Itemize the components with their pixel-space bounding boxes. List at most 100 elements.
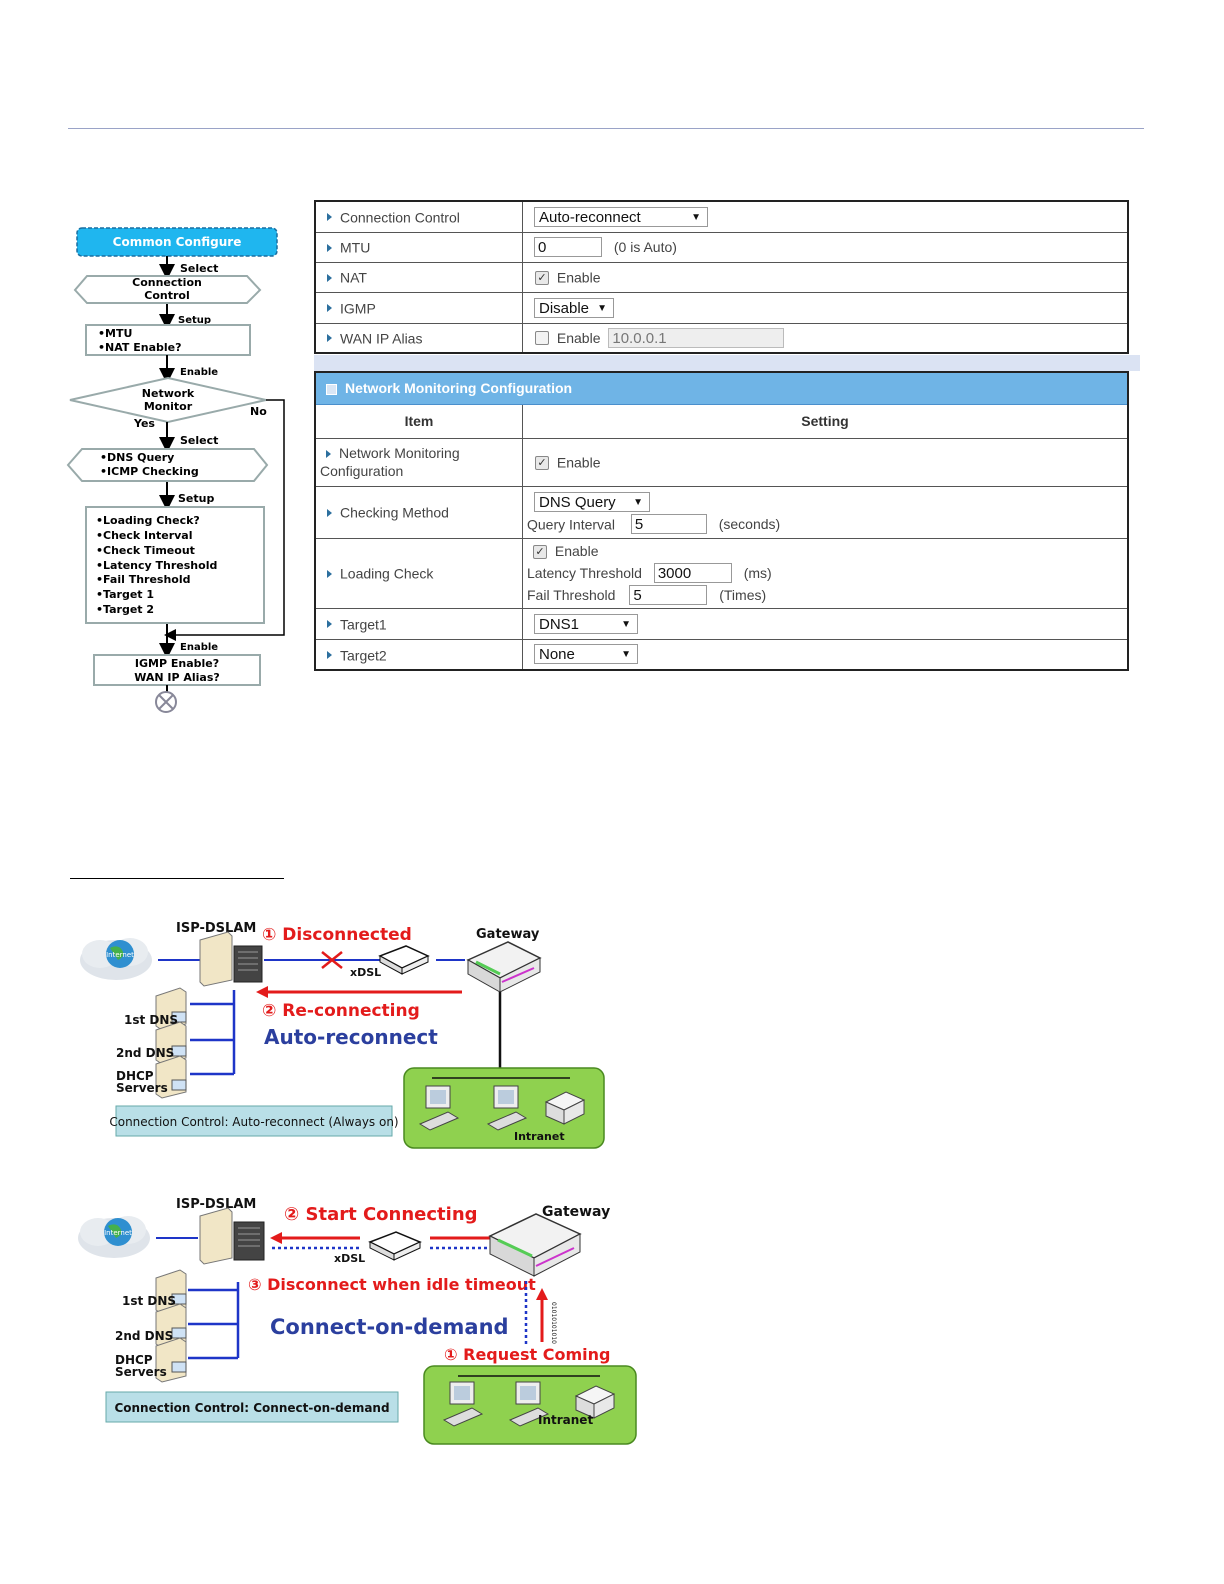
row-marker-icon <box>327 650 332 659</box>
intranet-zone <box>423 1365 637 1445</box>
internet-cloud-icon: Internet <box>80 938 152 980</box>
fail-threshold-label: Fail Threshold <box>527 586 616 603</box>
flow-step5-line5: •Fail Threshold <box>96 573 191 586</box>
isp-server-icon <box>199 931 263 987</box>
flow-decision-no: No <box>250 405 267 418</box>
pc-icon <box>418 1085 460 1131</box>
nat-checkbox[interactable]: ✓ <box>535 270 549 285</box>
row-marker-icon <box>327 508 332 517</box>
isp-dslam-label: ISP-DSLAM <box>176 1197 256 1212</box>
column-setting: Setting <box>522 403 1129 439</box>
event-request-coming: ① Request Coming <box>444 1345 610 1364</box>
event-disconnected: ① Disconnected <box>262 925 412 945</box>
igmp-label: IGMP <box>340 300 376 317</box>
caption-text: Connection Control: Auto-reconnect (Alwa… <box>109 1115 398 1129</box>
flow-end-icon <box>155 691 177 713</box>
checking-method-select[interactable]: DNS Query ▼ <box>534 491 650 512</box>
latency-threshold-input[interactable]: 3000 <box>653 563 732 584</box>
pc-icon <box>442 1381 484 1427</box>
caption-box <box>105 1391 399 1423</box>
row-marker-icon <box>327 213 332 222</box>
mtu-hint: (0 is Auto) <box>613 239 677 255</box>
igmp-select[interactable]: Disable▼ <box>534 297 614 318</box>
row-marker-icon <box>327 334 332 343</box>
dhcp-label-line1: DHCP <box>115 1353 153 1367</box>
target2-select[interactable]: None▼ <box>534 644 638 665</box>
mtu-input[interactable]: 0 <box>534 237 602 257</box>
internet-label: Internet <box>104 1229 132 1237</box>
nm-enable-label: Enable <box>556 454 601 471</box>
flow-step5-line1: •Loading Check? <box>96 514 200 527</box>
nm-enable-checkbox[interactable]: ✓ <box>535 455 549 470</box>
event-start-connecting: ② Start Connecting <box>284 1204 478 1225</box>
flow-step1-line1: Connection <box>132 276 202 289</box>
flow-step6-label: Enable <box>180 642 218 653</box>
flow-step2-line1: •MTU <box>98 327 132 340</box>
dns1-label: 1st DNS <box>122 1294 176 1308</box>
flow-step5-label: Setup <box>178 492 214 505</box>
flow-step1-line2: Control <box>144 289 189 302</box>
dhcp-label-line1: DHCP <box>116 1069 154 1083</box>
gateway-router-icon <box>466 941 542 993</box>
printer-icon <box>574 1385 616 1419</box>
collapse-icon[interactable] <box>326 384 337 396</box>
query-interval-label: Query Interval <box>527 515 615 532</box>
row-loading-check: Loading Check ✓ Enable Latency Threshold… <box>314 537 1129 609</box>
flow-step2-label: Setup <box>178 315 211 326</box>
dhcp-server-icon <box>155 1055 187 1099</box>
loading-check-label: Loading Check <box>340 565 434 582</box>
row-connection-control: Connection Control Auto-reconnect▼ <box>314 200 1129 233</box>
flow-loading-check-node <box>85 506 265 624</box>
fail-threshold-input[interactable]: 5 <box>629 585 708 606</box>
pc-icon <box>486 1085 528 1131</box>
row-target1: Target1 DNS1▼ <box>314 607 1129 640</box>
network-monitoring-table: Network Monitoring Configuration Item Se… <box>314 371 1129 671</box>
target1-select[interactable]: DNS1 ▼ <box>534 613 638 634</box>
flow-igmp-alias-node <box>93 654 261 686</box>
chevron-down-icon: ▼ <box>621 618 631 630</box>
internet-cloud-icon: Internet <box>78 1216 150 1258</box>
wan-ip-alias-label: WAN IP Alias <box>340 330 423 347</box>
isp-server-icon <box>199 1207 265 1265</box>
chevron-down-icon: ▼ <box>633 496 643 508</box>
column-item: Item <box>314 403 523 439</box>
dns2-label: 2nd DNS <box>115 1329 173 1343</box>
loading-check-enable-label: Enable <box>554 543 599 560</box>
xdsl-label: xDSL <box>334 1252 365 1265</box>
flow-step5-line4: •Latency Threshold <box>96 559 217 572</box>
row-marker-icon <box>327 304 332 313</box>
flow-step6-line1: IGMP Enable? <box>135 657 219 670</box>
flow-step3-label: Enable <box>180 367 218 378</box>
auto-reconnect-diagram: Internet ISP-DSLAM ① Disconnected xDSL G… <box>80 921 605 1149</box>
wan-ip-alias-checkbox[interactable] <box>535 330 549 345</box>
configuration-flowchart: Common Configure Select Connection Contr… <box>66 227 285 713</box>
flow-mtu-nat-node <box>85 324 251 356</box>
data-bits-label: 01010101010 <box>550 1302 557 1344</box>
checking-method-value: DNS Query <box>539 493 616 511</box>
flow-connection-control-node <box>73 275 262 304</box>
event-disconnect-idle: ③ Disconnect when idle timeout <box>248 1275 536 1294</box>
top-divider <box>68 128 1144 129</box>
dhcp-label-line2: Servers <box>116 1081 168 1095</box>
flow-start-node <box>76 227 278 257</box>
connection-control-label: Connection Control <box>340 209 460 226</box>
connection-control-select[interactable]: Auto-reconnect▼ <box>534 206 708 227</box>
igmp-value: Disable <box>539 299 590 317</box>
flow-decision-yes: Yes <box>133 417 155 430</box>
target1-value: DNS1 <box>539 615 580 633</box>
row-marker-icon <box>327 620 332 629</box>
wan-ip-alias-input[interactable]: 10.0.0.1 <box>608 327 785 348</box>
table-spacer-band <box>314 355 1140 371</box>
section-underline <box>70 878 284 879</box>
intranet-label: Intranet <box>538 1413 593 1427</box>
flow-step1-label: Select <box>180 262 218 275</box>
query-interval-input[interactable]: 5 <box>630 513 707 534</box>
row-mtu: MTU 0 (0 is Auto) <box>314 231 1129 263</box>
loading-check-checkbox[interactable]: ✓ <box>533 544 547 559</box>
intranet-label: Intranet <box>514 1130 565 1143</box>
dns1-server-icon <box>155 987 187 1031</box>
network-monitoring-header: Network Monitoring Configuration <box>314 371 1129 405</box>
row-marker-icon <box>327 243 332 252</box>
row-checking-method: Checking Method DNS Query▼ Query Interva… <box>314 485 1129 539</box>
mtu-label: MTU <box>340 239 371 256</box>
